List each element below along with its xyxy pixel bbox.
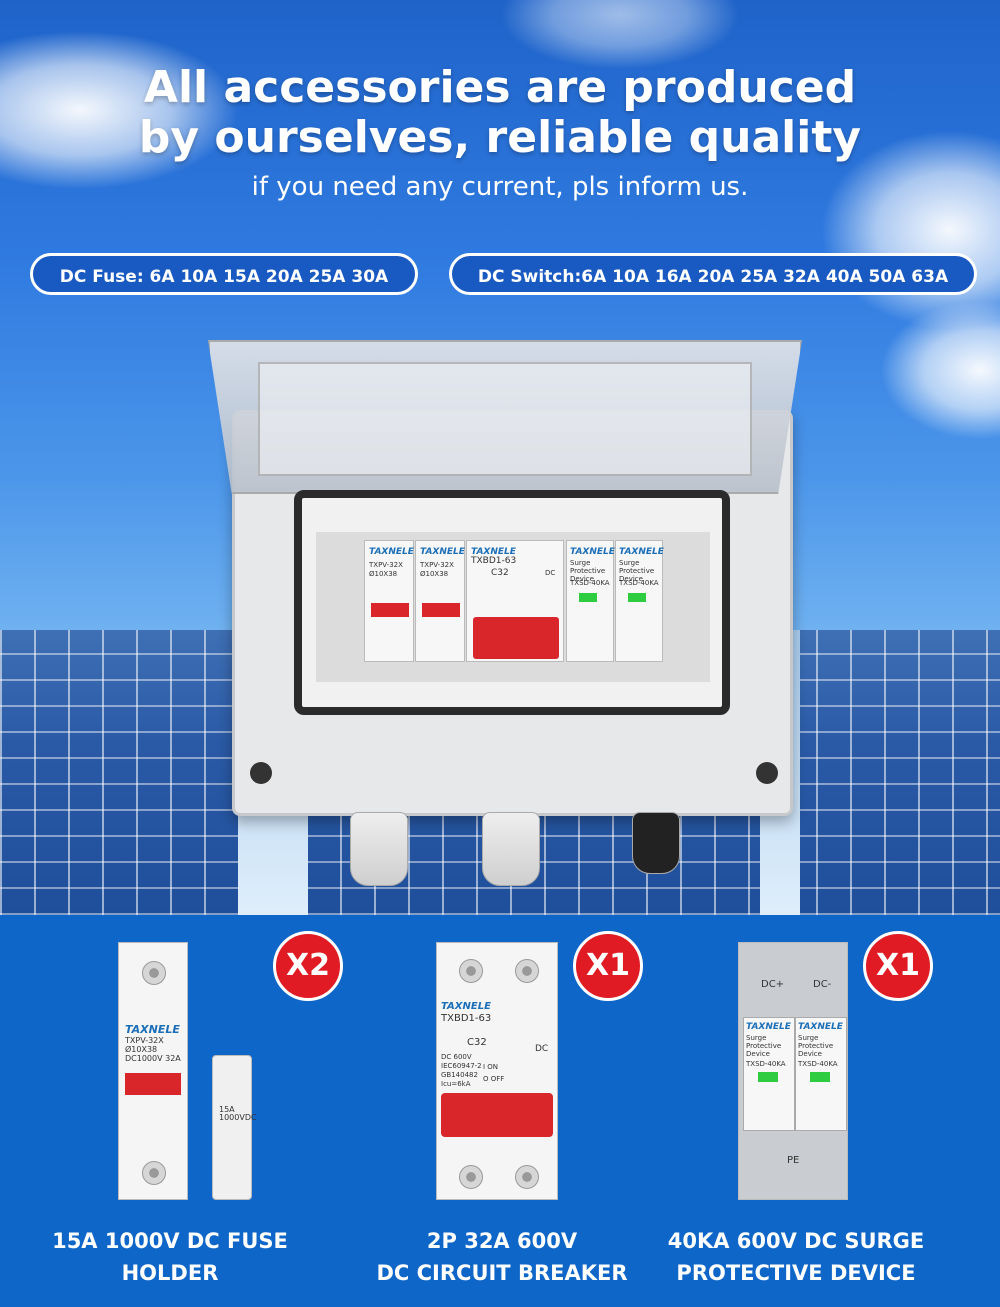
size-label: Ø10X38: [125, 1045, 158, 1054]
fuse-window: [371, 603, 409, 617]
brand-label: TAXNELE: [441, 1001, 491, 1012]
lid-window: [258, 362, 752, 476]
cable-gland: [350, 812, 408, 886]
product-label-line1: 2P 32A 600V: [426, 1229, 578, 1253]
product-label-line1: 40KA 600V DC SURGE: [667, 1229, 925, 1253]
fuse-rating: 15A 1000VDC: [219, 1105, 257, 1122]
spec-label: Icu=6kA: [441, 1080, 471, 1088]
dc-label: DC: [545, 569, 556, 577]
model-label: TXBD1-63: [471, 556, 517, 566]
breather-valve: [632, 812, 680, 874]
screw-icon: [515, 1165, 539, 1189]
circuit-breaker-product: TAXNELE TXBD1-63 C32 DC DC 600V IEC60947…: [436, 942, 558, 1200]
brand-label: TAXNELE: [746, 1022, 791, 1032]
spd-pole: TAXNELE Surge Protective Device TXSD-40K…: [743, 1017, 795, 1131]
brand-label: TAXNELE: [798, 1022, 843, 1032]
dc-fuse-pill: DC Fuse: 6A 10A 15A 20A 25A 30A: [30, 253, 418, 295]
model-label: TXBD1-63: [441, 1013, 492, 1024]
brand-label: TAXNELE: [420, 547, 465, 557]
spec-label: DC 600V: [441, 1053, 472, 1061]
fuse-cartridge: 15A 1000VDC: [212, 1055, 257, 1200]
spd-title: Surge Protective Device: [746, 1034, 782, 1058]
spd-module: TAXNELE Surge Protective Device TXSD-40K…: [615, 540, 664, 662]
model-label: TXSD-40KA: [570, 579, 610, 587]
status-indicator: [810, 1072, 830, 1082]
mount-hole-right: [756, 762, 778, 784]
dc-label: DC: [535, 1044, 549, 1054]
hero-title-line2: by ourselves, reliable quality: [138, 112, 862, 163]
product-label: 40KA 600V DC SURGE PROTECTIVE DEVICE: [666, 1225, 926, 1289]
breaker-toggle[interactable]: [441, 1093, 553, 1137]
dc-minus-label: DC-: [813, 979, 832, 990]
model-label: TXSD-40KA: [798, 1060, 838, 1068]
rating-label: DC1000V 32A: [125, 1054, 181, 1063]
brand-label: TAXNELE: [125, 1023, 180, 1036]
product-label-line2: PROTECTIVE DEVICE: [676, 1261, 916, 1285]
size-label: Ø10X38: [369, 570, 398, 578]
spd-title: Surge Protective Device: [570, 559, 606, 583]
fuse-window: [422, 603, 460, 617]
off-label: O OFF: [483, 1075, 505, 1083]
breaker-toggle[interactable]: [473, 617, 559, 659]
quantity-badge: X1: [573, 931, 643, 1001]
product-label: 2P 32A 600V DC CIRCUIT BREAKER: [370, 1225, 634, 1289]
screw-icon: [142, 961, 166, 985]
size-label: Ø10X38: [420, 570, 449, 578]
screw-icon: [142, 1161, 166, 1185]
dc-switch-pill: DC Switch:6A 10A 16A 20A 25A 32A 40A 50A…: [449, 253, 977, 295]
fuse-holder-product: TAXNELE TXPV-32X Ø10X38 DC1000V 32A: [118, 942, 188, 1200]
hero-subtitle: if you need any current, pls inform us.: [251, 172, 749, 202]
product-label-line2: DC CIRCUIT BREAKER: [376, 1261, 628, 1285]
dc-plus-label: DC+: [761, 979, 785, 990]
curve-label: C32: [467, 1037, 487, 1048]
screw-icon: [515, 959, 539, 983]
brand-label: TAXNELE: [369, 547, 414, 557]
breaker-module: TAXNELE TXBD1-63 C32 DC: [466, 540, 564, 662]
curve-label: C32: [491, 568, 509, 578]
spd-product: DC+ DC- TAXNELE Surge Protective Device …: [738, 942, 848, 1200]
mount-hole-left: [250, 762, 272, 784]
cable-gland: [482, 812, 540, 886]
fuse-holder-module: TAXNELE TXPV-32X Ø10X38: [415, 540, 465, 662]
product-label: 15A 1000V DC FUSE HOLDER: [40, 1225, 300, 1289]
fuse-window: [125, 1073, 181, 1095]
quantity-badge: X1: [863, 931, 933, 1001]
cloud-top: [500, 0, 740, 70]
fuse-holder-module: TAXNELE TXPV-32X Ø10X38: [364, 540, 414, 662]
screw-icon: [459, 959, 483, 983]
on-label: I ON: [483, 1063, 499, 1071]
model-label: TXPV-32X: [369, 561, 403, 569]
spd-title: Surge Protective Device: [798, 1034, 834, 1058]
brand-label: TAXNELE: [471, 547, 516, 557]
hero-banner: All accessories are produced by ourselve…: [0, 0, 1000, 915]
status-indicator: [758, 1072, 778, 1082]
spec-label: IEC60947-2: [441, 1062, 482, 1070]
pe-label: PE: [787, 1155, 800, 1166]
spd-title: Surge Protective Device: [619, 559, 655, 583]
product-label-line2: HOLDER: [121, 1261, 219, 1285]
model-label: TXPV-32X: [125, 1036, 164, 1045]
model-label: TXSD-40KA: [619, 579, 659, 587]
product-label-line1: 15A 1000V DC FUSE: [52, 1229, 288, 1253]
quantity-badge: X2: [273, 931, 343, 1001]
spd-pole: TAXNELE Surge Protective Device TXSD-40K…: [795, 1017, 847, 1131]
hero-title-line1: All accessories are produced: [143, 62, 857, 113]
screw-icon: [459, 1165, 483, 1189]
spec-label: GB140482: [441, 1071, 478, 1079]
spd-module: TAXNELE Surge Protective Device TXSD-40K…: [566, 540, 615, 662]
status-indicator: [579, 593, 597, 602]
status-indicator: [628, 593, 646, 602]
brand-label: TAXNELE: [570, 547, 615, 557]
model-label: TXSD-40KA: [746, 1060, 786, 1068]
brand-label: TAXNELE: [619, 547, 664, 557]
model-label: TXPV-32X: [420, 561, 454, 569]
